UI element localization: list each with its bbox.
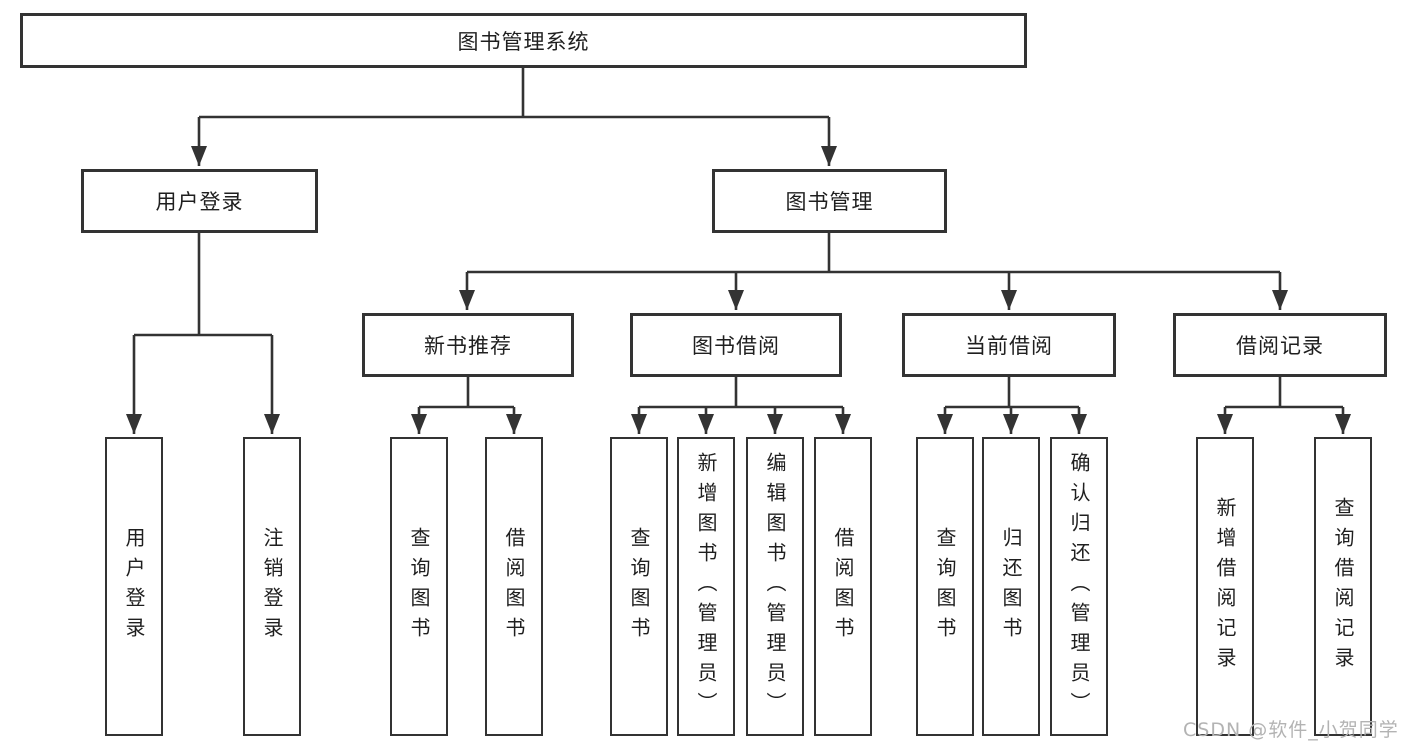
leaf-logout: 注销登录 [243, 437, 301, 736]
leaf-newrec-query-book: 查询图书 [390, 437, 448, 736]
node-borrow-record: 借阅记录 [1173, 313, 1387, 377]
node-user-login-label: 用户登录 [155, 190, 244, 214]
leaf-current-query-book: 查询图书 [916, 437, 974, 736]
node-root-label: 图书管理系统 [457, 29, 590, 54]
node-book-management-label: 图书管理 [785, 190, 874, 214]
leaf-borrow-query-book-label: 查询图书 [627, 526, 651, 647]
node-new-book-recommend-label: 新书推荐 [424, 334, 512, 358]
leaf-user-login-label: 用户登录 [122, 526, 146, 647]
leaf-borrow-borrow-book-label: 借阅图书 [831, 526, 855, 647]
leaf-newrec-borrow-book: 借阅图书 [485, 437, 543, 736]
leaf-borrow-edit-book-label: 编辑图书（管理员） [763, 451, 787, 722]
node-borrow-record-label: 借阅记录 [1236, 334, 1324, 358]
leaf-record-query: 查询借阅记录 [1314, 437, 1372, 736]
leaf-record-add-label: 新增借阅记录 [1213, 496, 1237, 677]
leaf-logout-label: 注销登录 [260, 526, 284, 647]
node-user-login: 用户登录 [81, 169, 318, 233]
node-current-borrow: 当前借阅 [902, 313, 1116, 377]
node-book-borrow-label: 图书借阅 [692, 334, 780, 358]
leaf-current-return-book: 归还图书 [982, 437, 1040, 736]
leaf-current-confirm-return: 确认归还（管理员） [1050, 437, 1108, 736]
node-book-management: 图书管理 [712, 169, 947, 233]
leaf-borrow-borrow-book: 借阅图书 [814, 437, 872, 736]
leaf-newrec-query-book-label: 查询图书 [407, 526, 431, 647]
node-book-borrow: 图书借阅 [630, 313, 842, 377]
leaf-record-add: 新增借阅记录 [1196, 437, 1254, 736]
csdn-watermark: CSDN @软件_小贺同学 [1183, 719, 1399, 741]
leaf-borrow-add-book: 新增图书（管理员） [677, 437, 735, 736]
node-current-borrow-label: 当前借阅 [965, 334, 1053, 358]
leaf-current-query-book-label: 查询图书 [933, 526, 957, 647]
leaf-borrow-edit-book: 编辑图书（管理员） [746, 437, 804, 736]
node-root: 图书管理系统 [20, 13, 1027, 68]
leaf-newrec-borrow-book-label: 借阅图书 [502, 526, 526, 647]
node-new-book-recommend: 新书推荐 [362, 313, 574, 377]
leaf-current-confirm-return-label: 确认归还（管理员） [1067, 451, 1091, 722]
leaf-borrow-query-book: 查询图书 [610, 437, 668, 736]
leaf-borrow-add-book-label: 新增图书（管理员） [694, 451, 718, 722]
leaf-user-login: 用户登录 [105, 437, 163, 736]
leaf-current-return-book-label: 归还图书 [999, 526, 1023, 647]
leaf-record-query-label: 查询借阅记录 [1331, 496, 1355, 677]
